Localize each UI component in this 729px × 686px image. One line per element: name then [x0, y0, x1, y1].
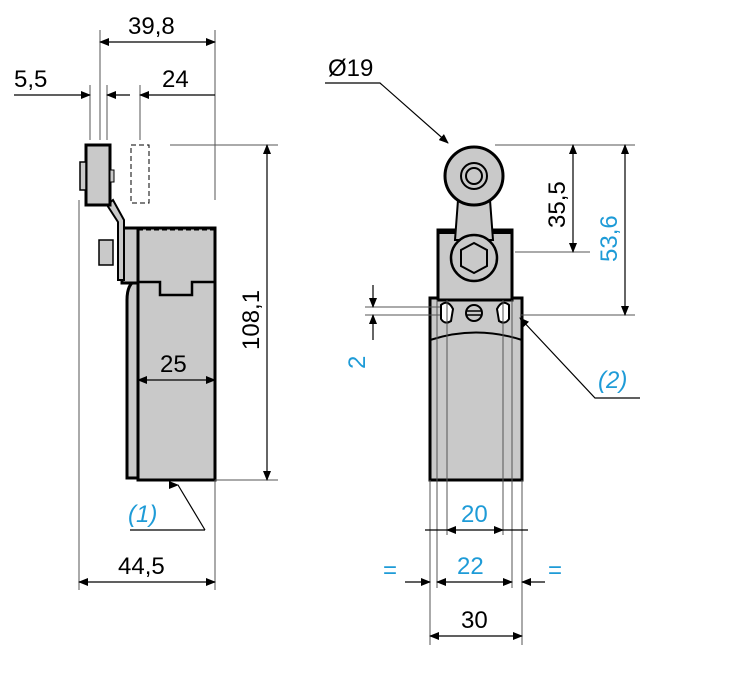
dim-height: 108,1	[238, 290, 265, 350]
dim-roller-travel: 24	[162, 66, 189, 93]
equal-left: =	[383, 557, 397, 584]
front-view: Ø19 35,5 53,6 2 (2) 20 22 = = 30	[325, 55, 640, 645]
dim-overall-width: 44,5	[118, 553, 165, 580]
note-2: (2)	[598, 367, 627, 394]
dim-center-spacing: 22	[457, 553, 484, 580]
dim-hole-offset: 2	[344, 356, 371, 369]
dim-body-width-front: 30	[461, 607, 488, 634]
dim-lever-offset: 5,5	[14, 66, 47, 93]
dim-roller-to-holes: 53,6	[596, 215, 623, 262]
side-view: 39,8 5,5 24 108,1 25 44,5 (1)	[14, 13, 278, 590]
dim-hole-spacing: 20	[461, 501, 488, 528]
dim-roller-to-head: 35,5	[544, 181, 571, 228]
dim-roller-diameter: Ø19	[328, 55, 373, 82]
dim-total-width: 39,8	[128, 13, 175, 40]
dim-body-width: 25	[160, 351, 187, 378]
note-1: (1)	[128, 501, 157, 528]
equal-right: =	[548, 557, 562, 584]
